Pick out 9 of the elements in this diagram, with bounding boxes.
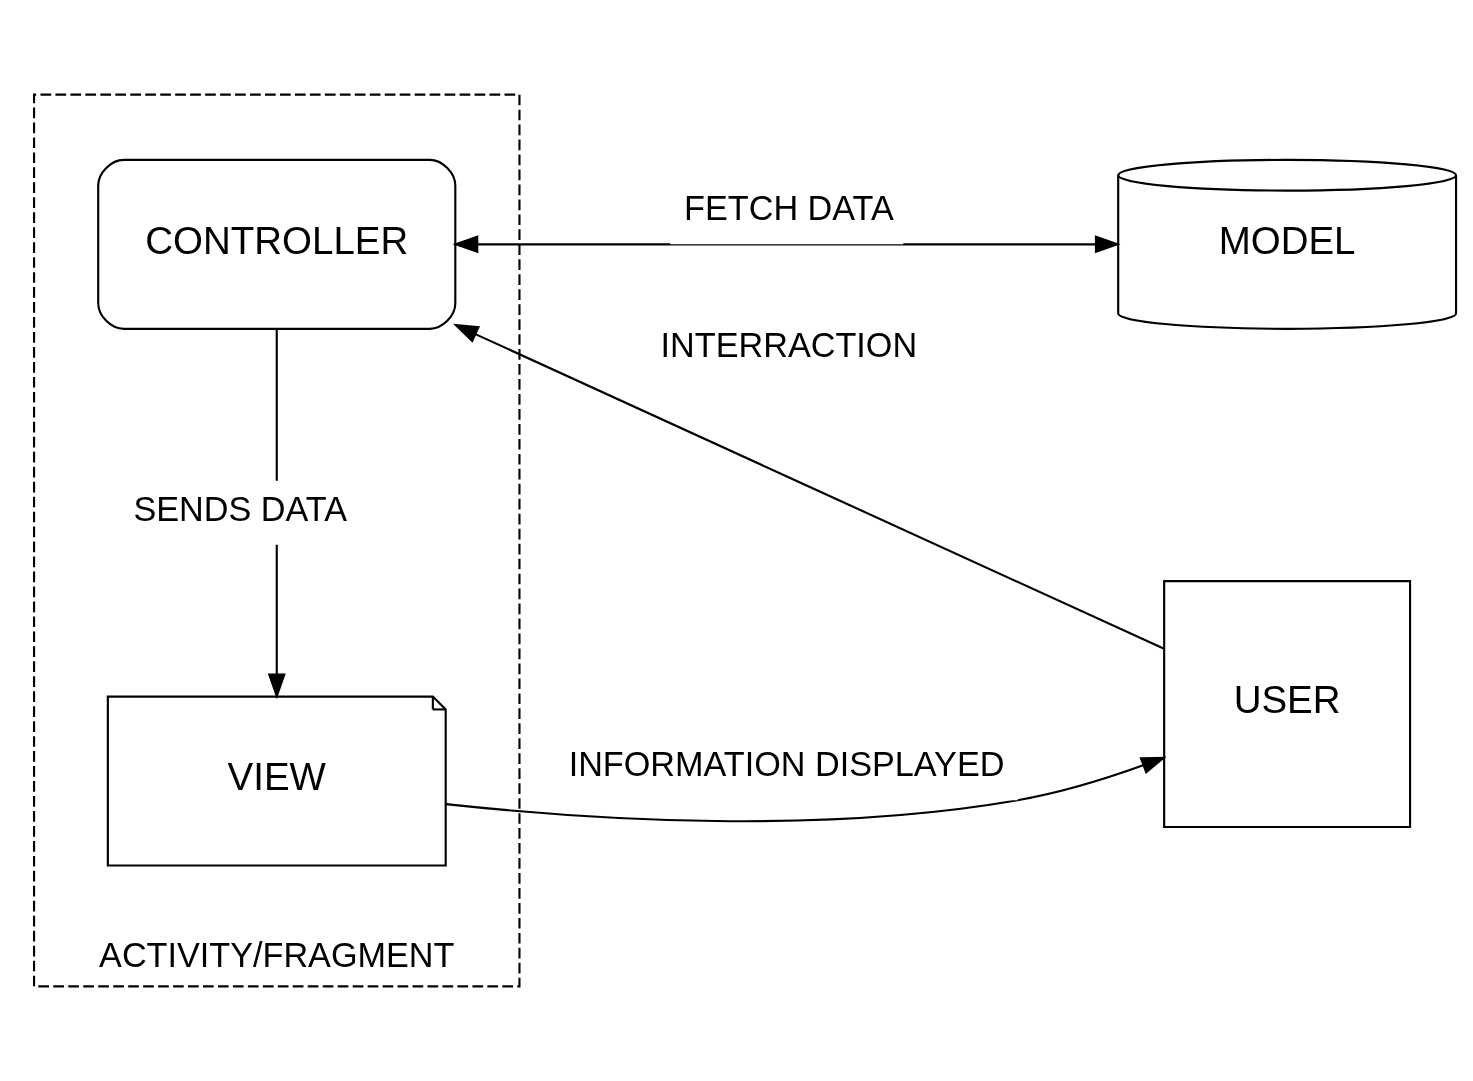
edge-label: FETCH DATA bbox=[684, 189, 894, 228]
arrow bbox=[445, 756, 1167, 823]
node-box: CONTROLLER bbox=[97, 158, 457, 330]
edge-label: SENDS DATA bbox=[133, 489, 347, 528]
edge-label: INTERRACTION bbox=[660, 326, 918, 365]
arrow bbox=[452, 323, 1164, 650]
node-box: USER bbox=[1163, 580, 1412, 829]
edge-label: INFORMATION DISPLAYED bbox=[568, 745, 1005, 784]
arrow bbox=[452, 235, 1121, 254]
